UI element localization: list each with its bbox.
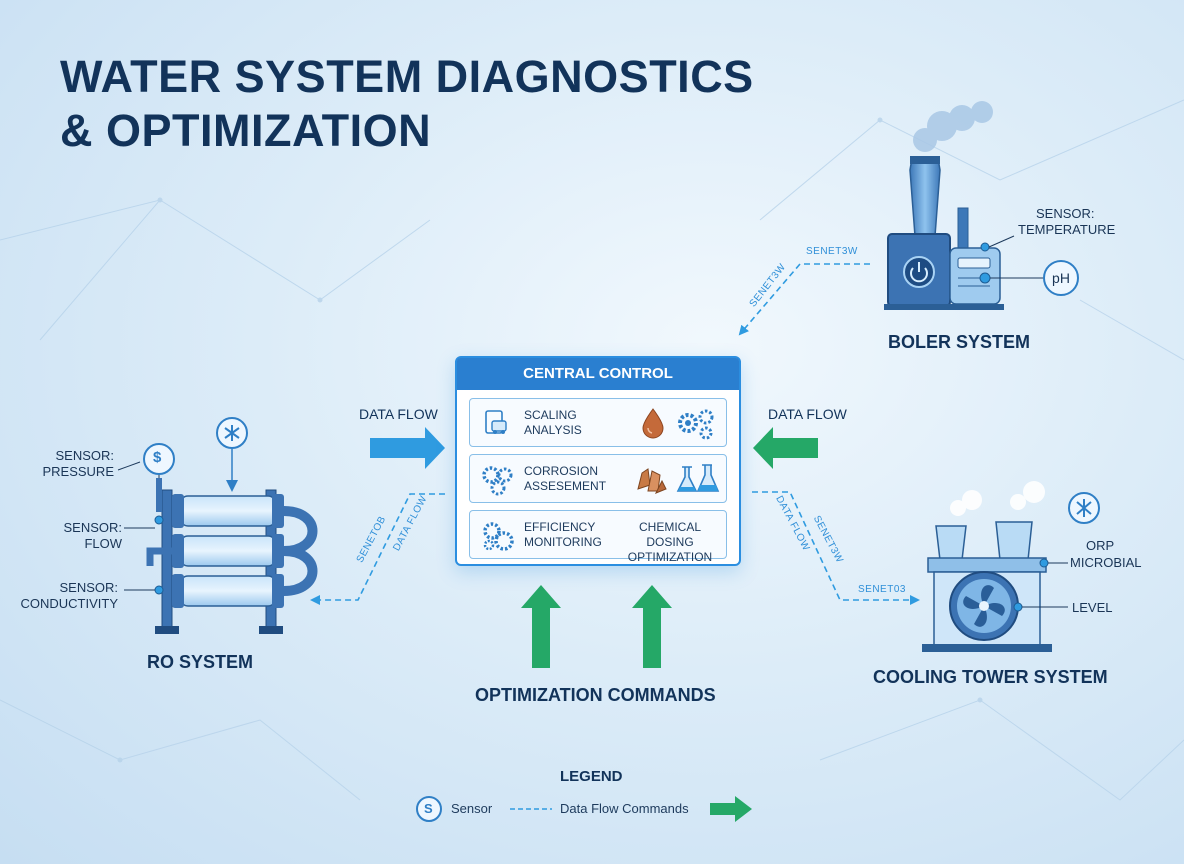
- legend-data-flow-commands-label: Data Flow Commands: [560, 801, 689, 816]
- ro-system-label: RO SYSTEM: [147, 652, 254, 672]
- central-control-title: CENTRAL CONTROL: [457, 358, 739, 390]
- data-flow-left-label: DATA FLOW: [359, 406, 438, 422]
- chemical-dosing-line-2: OPTIMIZATION: [627, 550, 713, 564]
- title-line-1: WATER SYSTEM DIAGNOSTICS: [60, 51, 754, 102]
- boiler-mirror-text-a: SENET3W: [806, 246, 858, 257]
- ph-label: pH: [1052, 270, 1070, 286]
- corrosion-line-1: CORROSION: [524, 464, 599, 478]
- corrosion-gears-icon: [482, 466, 513, 496]
- orp-label: ORP: [1086, 538, 1115, 553]
- chemical-dosing-optimization-text: CHEMICAL DOSING OPTIMIZATION: [614, 520, 726, 565]
- water-drop-icon: [642, 408, 664, 439]
- pressure-label-line-2: PRESSURE: [42, 464, 114, 479]
- corrosion-line-2: ASSESEMENT: [524, 479, 607, 493]
- pressure-sensor-label: SENSOR: PRESSURE: [20, 448, 114, 480]
- cooling-sensor-glyph: [1076, 499, 1092, 517]
- central-control-panel: CENTRAL CONTROL SCALING ANALYSIS: [455, 356, 741, 566]
- boiler-temperature-sensor-label: SENSOR: TEMPERATURE: [1018, 206, 1115, 238]
- microbial-label: MICROBIAL: [1070, 555, 1142, 570]
- crystals-icon: [637, 468, 667, 494]
- efficiency-gears-icon: [483, 522, 514, 551]
- legend-sensor-badge: [416, 796, 442, 822]
- pressure-sensor-badge: [143, 443, 175, 475]
- scaling-line-2: ANALYSIS: [524, 423, 582, 437]
- data-flow-right-arrow: [753, 427, 818, 469]
- conductivity-sensor-label: SENSOR: CONDUCTIVITY: [20, 580, 119, 612]
- flow-sensor-label: SENSOR: FLOW: [20, 520, 122, 552]
- pressure-badge-symbol: $: [153, 449, 162, 466]
- legend-title: LEGEND: [560, 768, 623, 785]
- boiler-illustration: [884, 101, 1044, 310]
- steam-icon: [950, 481, 1045, 516]
- background-network: [0, 99, 1184, 801]
- boiler-system-label: BOLER SYSTEM: [888, 332, 1031, 352]
- page-title: WATER SYSTEM DIAGNOSTICS & OPTIMIZATION: [60, 50, 754, 158]
- cooling-mirror-text-c: SENET03: [858, 584, 906, 595]
- data-flow-left-arrow: [370, 427, 445, 469]
- corrosion-assessment-row: CORROSION ASSESEMENT: [469, 454, 727, 503]
- scaling-line-1: SCALING: [524, 408, 577, 422]
- gears-icon: [678, 409, 714, 440]
- pressure-label-line-1: SENSOR:: [55, 448, 114, 463]
- dashed-data-lines: [310, 263, 920, 605]
- conductivity-label-line-1: SENSOR:: [59, 580, 118, 595]
- efficiency-line-1: EFFICIENCY: [524, 520, 596, 534]
- optimization-commands-label: OPTIMIZATION COMMANDS: [475, 685, 716, 705]
- efficiency-line-2: MONITORING: [524, 535, 602, 549]
- cooling-tower-system-label: COOLING TOWER SYSTEM: [873, 667, 1108, 687]
- flow-label-line-1: SENSOR:: [63, 520, 122, 535]
- corrosion-assessment-text: CORROSION ASSESEMENT: [524, 464, 606, 494]
- sensor-temp-line-2: TEMPERATURE: [1018, 222, 1116, 237]
- data-flow-right-label: DATA FLOW: [768, 406, 847, 422]
- ro-sensor-glyph: [224, 425, 240, 441]
- smoke-icon: [913, 101, 993, 152]
- central-to-ro-line: [310, 493, 445, 605]
- legend-green-arrow: [710, 796, 752, 822]
- legend-sensor-label: Sensor: [451, 801, 493, 816]
- scaling-analysis-text: SCALING ANALYSIS: [524, 408, 582, 438]
- ph-sensor-badge: [1043, 260, 1079, 296]
- conductivity-label-line-2: CONDUCTIVITY: [20, 596, 119, 611]
- legend-sensor-symbol: S: [424, 801, 433, 816]
- chemical-dosing-line-1: CHEMICAL DOSING: [638, 520, 701, 549]
- optimization-arrow-2: [632, 585, 672, 668]
- sensor-temp-line-1: SENSOR:: [1036, 206, 1095, 221]
- title-line-2: & OPTIMIZATION: [60, 105, 432, 156]
- efficiency-monitoring-row: EFFICIENCY MONITORING CHEMICAL DOSING OP…: [469, 510, 727, 564]
- lab-flasks-icon: [676, 464, 720, 492]
- level-label: LEVEL: [1072, 600, 1113, 615]
- boiler-to-central-line: [738, 263, 870, 336]
- cooling-tower-illustration: [922, 481, 1068, 652]
- efficiency-monitoring-text: EFFICIENCY MONITORING: [524, 520, 602, 550]
- optimization-arrow-1: [521, 585, 561, 668]
- scaling-analysis-row: SCALING ANALYSIS: [469, 398, 727, 447]
- clipboard-icon: [485, 410, 507, 434]
- flow-label-line-2: FLOW: [84, 536, 122, 551]
- ro-illustration: [117, 449, 318, 634]
